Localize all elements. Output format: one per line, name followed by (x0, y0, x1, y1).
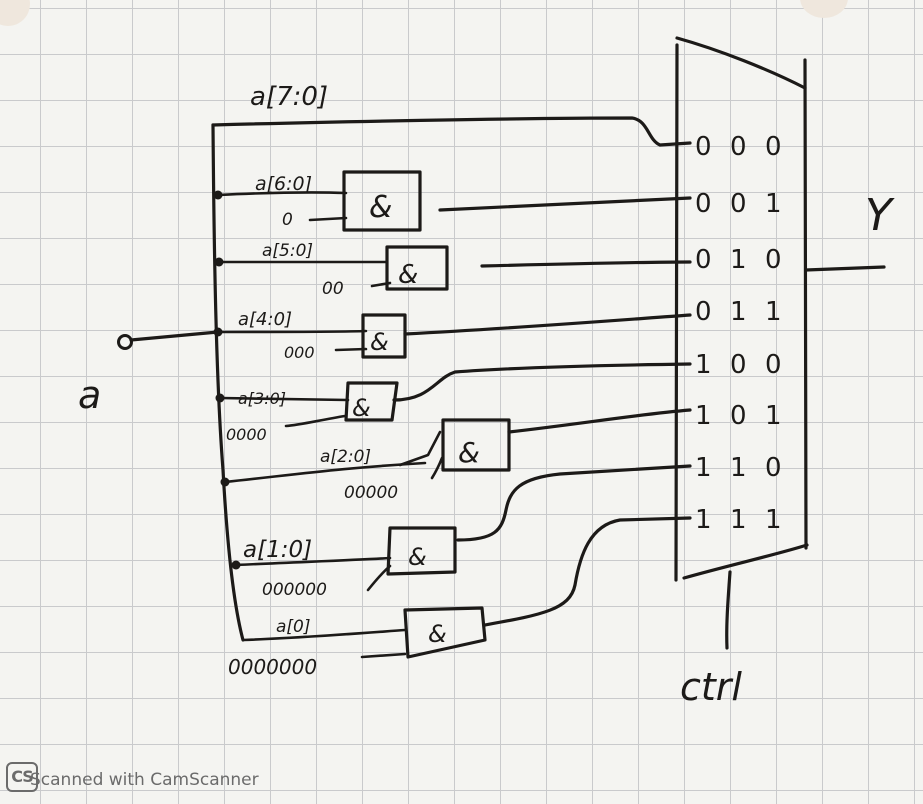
input-label: a (78, 373, 101, 417)
gate-symbol-4: & (458, 436, 480, 469)
and-gate-1 (342, 170, 422, 232)
gate-symbol-5: & (408, 543, 427, 571)
gate-symbol-3: & (352, 394, 371, 422)
select-bit-r6-c0: 1 (695, 453, 712, 483)
select-bit-r2-c1: 1 (730, 245, 747, 275)
bus-label-5: a[2:0] (320, 447, 371, 467)
row-5 (223, 408, 692, 484)
pad-label-0: 0 (282, 210, 293, 230)
select-bit-r0-c0: 0 (695, 132, 712, 162)
pad-label-3: 0000 (226, 425, 267, 444)
select-bit-r2-c0: 0 (695, 245, 712, 275)
select-bit-r0-c2: 0 (765, 132, 782, 162)
gate-symbol-0: & (369, 190, 392, 225)
gate-symbol-6: & (428, 620, 447, 648)
row-4 (218, 362, 692, 428)
row-7 (241, 516, 692, 659)
input-bus (117, 123, 245, 642)
select-bit-r3-c1: 1 (730, 297, 747, 327)
select-bit-r5-c0: 1 (695, 401, 712, 431)
pad-label-4: 00000 (344, 483, 398, 503)
select-bit-r5-c2: 1 (765, 401, 782, 431)
select-bit-r3-c0: 0 (695, 297, 712, 327)
bus-label-2: a[5:0] (262, 241, 313, 261)
select-bit-r7-c2: 1 (765, 505, 782, 535)
pad-label-6: 0000000 (228, 655, 317, 679)
input-terminal (117, 334, 133, 350)
and-gate-2 (385, 245, 449, 291)
select-bit-r1-c0: 0 (695, 189, 712, 219)
and-gate-6 (386, 526, 457, 576)
select-bit-r4-c0: 1 (695, 350, 712, 380)
output-wire (804, 265, 886, 272)
select-bit-r7-c0: 1 (695, 505, 712, 535)
bus-label-4: a[3:0] (238, 389, 286, 408)
camscanner-logo: CS (6, 762, 38, 792)
pad-label-5: 000000 (262, 580, 327, 600)
bus-label-6: a[1:0] (243, 537, 312, 563)
select-bit-r1-c2: 1 (765, 189, 782, 219)
select-bit-r4-c2: 0 (765, 350, 782, 380)
select-bit-r1-c1: 0 (730, 189, 747, 219)
select-bit-r7-c1: 1 (730, 505, 747, 535)
select-bit-r4-c1: 0 (730, 350, 747, 380)
bus-label-7: a[0] (276, 617, 311, 637)
output-label: Y (865, 190, 895, 241)
row-3 (216, 313, 692, 359)
pad-label-1: 00 (322, 279, 344, 299)
and-gate-5 (441, 418, 511, 472)
multiplexer (674, 36, 886, 650)
control-label: ctrl (680, 665, 742, 709)
and-gate-4 (344, 381, 399, 422)
and-gate-7 (403, 606, 487, 659)
paper-blemish-right (800, 0, 848, 18)
gate-symbol-2: & (370, 328, 389, 356)
select-bit-r6-c1: 1 (730, 453, 747, 483)
row-6 (234, 464, 692, 592)
and-gate-3 (361, 313, 407, 359)
row-2 (217, 245, 692, 291)
wire-row-0 (211, 116, 692, 147)
gate-symbol-1: & (398, 260, 418, 290)
select-bit-r0-c1: 0 (730, 132, 747, 162)
bus-label-3: a[4:0] (238, 309, 292, 330)
camscanner-watermark: Scanned with CamScanner (30, 770, 259, 790)
row-1 (216, 170, 692, 232)
bus-label-1: a[6:0] (255, 173, 312, 195)
select-bit-r2-c2: 0 (765, 245, 782, 275)
select-bit-r3-c2: 1 (765, 297, 782, 327)
bus-label-0: a[7:0] (250, 82, 328, 112)
pad-label-2: 000 (284, 343, 315, 362)
ctrl-wire (725, 570, 732, 650)
select-bit-r6-c2: 0 (765, 453, 782, 483)
select-bit-r5-c1: 0 (730, 401, 747, 431)
